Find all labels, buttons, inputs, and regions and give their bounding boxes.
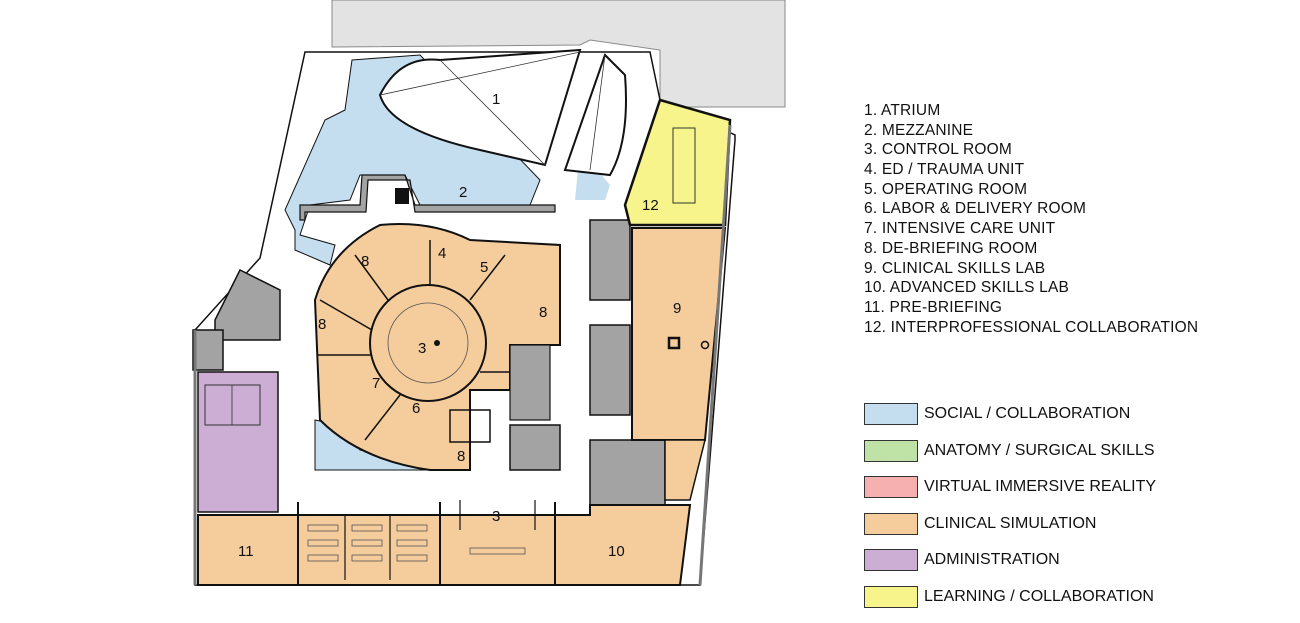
- exterior-roof-area: [331, 0, 786, 108]
- room-number-3-center: 3: [418, 340, 426, 357]
- color-legend-label: LEARNING / COLLABORATION: [924, 587, 1154, 605]
- service-right-mid: [589, 324, 631, 416]
- room-number-8-d: 8: [457, 448, 465, 465]
- color-swatch: [864, 476, 918, 499]
- floor-plan: 1 2 3 3 4 5 6 7 8 8 8 8 9 10 11 12: [192, 0, 786, 586]
- room-number-12: 12: [642, 197, 659, 214]
- room-number-5: 5: [480, 259, 488, 276]
- color-swatch: [864, 403, 918, 425]
- color-swatch: [864, 585, 918, 608]
- zone-learning-collaboration: [623, 98, 732, 227]
- room-legend-item: 4. ED / TRAUMA UNIT: [864, 161, 1025, 179]
- color-legend-item: ADMINISTRATION: [864, 549, 1156, 586]
- room-legend-item: 1. ATRIUM: [864, 102, 941, 119]
- control-room-ring: [369, 284, 487, 402]
- color-swatch: [864, 549, 918, 572]
- atrium-void-right: [563, 53, 627, 177]
- mezzanine-wall: [299, 174, 556, 221]
- room-legend-item: 7. INTENSIVE CARE UNIT: [864, 220, 1056, 238]
- zone-administration: [197, 371, 279, 513]
- room-legend: 1. ATRIUM 2. MEZZANINE 3. CONTROL ROOM 4. E…: [864, 101, 1198, 337]
- room-number-8-a: 8: [361, 253, 369, 270]
- room-number-11: 11: [238, 543, 254, 560]
- color-legend-item: ANATOMY / SURGICAL SKILLS: [864, 439, 1156, 477]
- color-legend-item: CLINICAL SIMULATION: [864, 512, 1156, 550]
- color-legend-label: SOCIAL / COLLABORATION: [924, 405, 1131, 422]
- room-legend-item: 9. CLINICAL SKILLS LAB: [864, 259, 1046, 277]
- color-legend-label: ADMINISTRATION: [924, 551, 1060, 569]
- service-left-block: [192, 329, 224, 371]
- color-legend-label: CLINICAL SIMULATION: [924, 514, 1097, 532]
- room-number-10: 10: [608, 543, 625, 560]
- room-legend-item: 10. ADVANCED SKILLS LAB: [864, 279, 1070, 297]
- room-number-1: 1: [492, 91, 500, 108]
- room-legend-item: 11. PRE-BRIEFING: [864, 298, 1003, 316]
- room-number-3-bottom: 3: [492, 508, 500, 525]
- room-legend-item: 2. MEZZANINE: [864, 121, 974, 139]
- color-legend-item: LEARNING / COLLABORATION: [864, 585, 1156, 623]
- service-right-top: [589, 219, 631, 301]
- room-number-8-c: 8: [539, 304, 547, 321]
- mezzanine-core: [395, 188, 409, 204]
- service-stair: [589, 439, 666, 506]
- room-number-8-b: 8: [318, 316, 326, 333]
- atrium-void-left: [378, 48, 582, 167]
- color-swatch: [864, 439, 918, 462]
- room-legend-item: 6. LABOR & DELIVERY ROOM: [864, 200, 1087, 218]
- room-legend-item: 8. DE-BRIEFING ROOM: [864, 239, 1038, 257]
- color-legend-label: ANATOMY / SURGICAL SKILLS: [924, 441, 1155, 459]
- room-number-4: 4: [438, 245, 446, 262]
- room-number-2: 2: [459, 184, 467, 201]
- service-elevator: [509, 424, 561, 471]
- room-legend-item: 3. CONTROL ROOM: [864, 141, 1012, 159]
- color-legend: SOCIAL / COLLABORATION ANATOMY / SURGICAL…: [864, 403, 1156, 623]
- room-number-6: 6: [412, 400, 420, 417]
- room-number-9: 9: [673, 300, 681, 317]
- room-number-7: 7: [372, 375, 380, 392]
- color-legend-item: VIRTUAL IMMERSIVE REALITY: [864, 476, 1156, 513]
- room-legend-item: 5. OPERATING ROOM: [864, 180, 1028, 198]
- color-swatch: [864, 512, 918, 535]
- color-legend-label: VIRTUAL IMMERSIVE REALITY: [924, 478, 1157, 496]
- service-restrooms: [509, 344, 551, 421]
- room-legend-item: 12. INTERPROFESSIONAL COLLABORATION: [864, 318, 1199, 336]
- color-legend-item: SOCIAL / COLLABORATION: [864, 403, 1156, 440]
- zone-clinical-right-strip: [664, 439, 706, 501]
